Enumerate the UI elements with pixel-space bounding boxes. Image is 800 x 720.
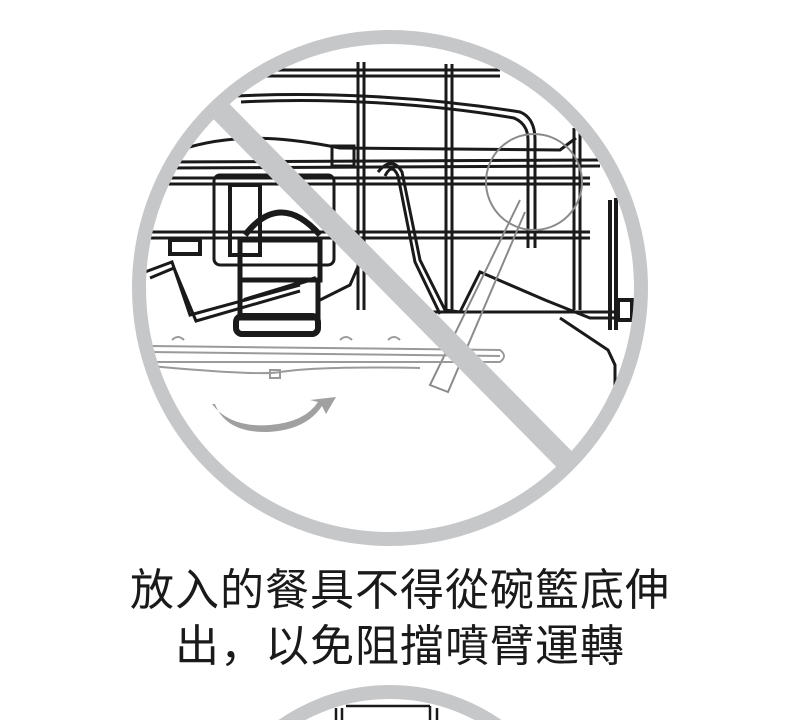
prohibition-sign-icon [132, 30, 648, 546]
caption-line-2: 出，以免阻擋噴臂運轉 [175, 621, 625, 672]
rotation-arrow-icon [212, 397, 336, 433]
dish-rack-illustration [144, 62, 634, 400]
caption-line-1: 放入的餐具不得從碗籃底伸 [130, 565, 670, 616]
next-figure-preview [278, 685, 502, 720]
protruding-utensil [428, 133, 583, 394]
spray-arm-illustration [149, 336, 505, 379]
